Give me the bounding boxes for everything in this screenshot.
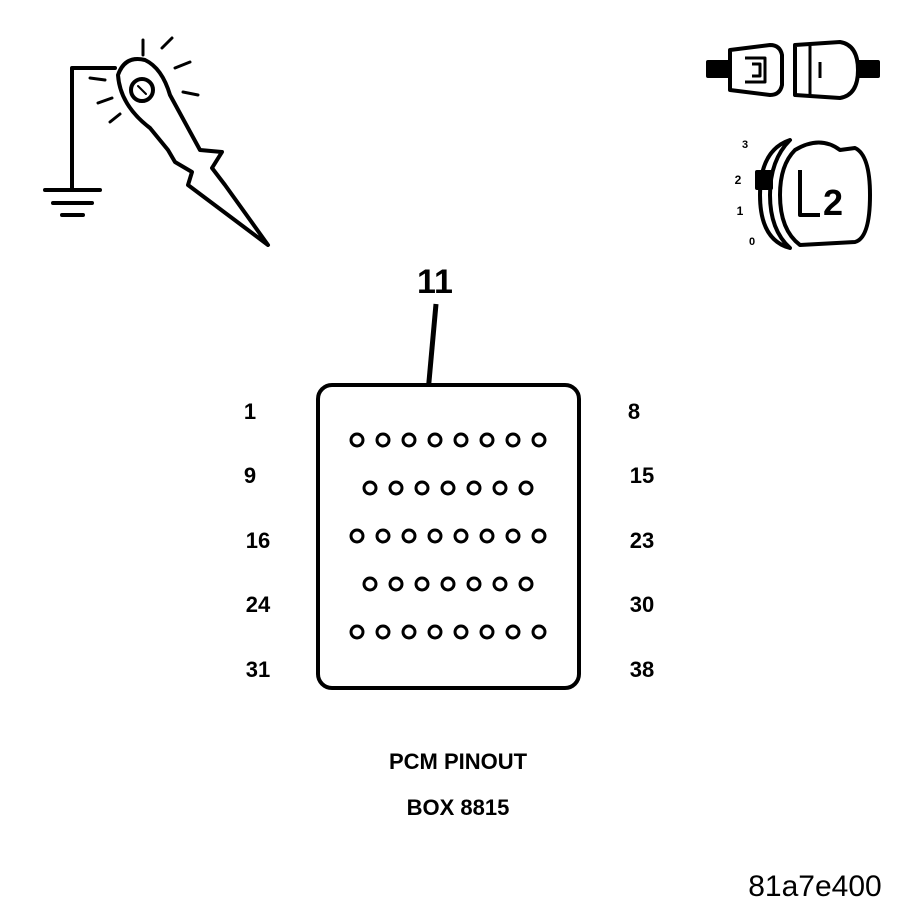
pin-hole (492, 576, 508, 592)
ignition-position-label: 3 (742, 139, 748, 151)
pin-hole (492, 480, 508, 496)
pin-hole (453, 432, 469, 448)
pin-hole (440, 480, 456, 496)
pin-hole (375, 624, 391, 640)
ignition-position-label: 2 (735, 173, 742, 187)
row-start-label: 9 (244, 463, 256, 488)
pin-hole (427, 624, 443, 640)
pin-hole (427, 432, 443, 448)
pin-hole (349, 432, 365, 448)
ground-symbol-icon (43, 188, 102, 217)
pin-hole (375, 432, 391, 448)
pin-hole (479, 528, 495, 544)
pin-hole (349, 624, 365, 640)
pin-hole (453, 624, 469, 640)
pin-hole (349, 528, 365, 544)
row-end-label: 30 (630, 592, 654, 617)
ignition-position-label: 0 (749, 236, 755, 248)
pin-hole (531, 624, 547, 640)
pcm-connector-body (316, 383, 581, 690)
row-end-label: 38 (630, 657, 654, 682)
caption-subtitle: BOX 8815 (407, 795, 510, 820)
pin-hole (531, 432, 547, 448)
pin-hole (401, 528, 417, 544)
row-start-label: 31 (246, 657, 270, 682)
pin-hole (505, 624, 521, 640)
pin-hole (466, 576, 482, 592)
pin-hole (362, 480, 378, 496)
pin-hole (505, 432, 521, 448)
row-start-label: 16 (246, 528, 270, 553)
pin-hole (440, 576, 456, 592)
caption-title: PCM PINOUT (389, 749, 528, 774)
pin-hole (518, 576, 534, 592)
row-end-label: 15 (630, 463, 654, 488)
pin-hole (414, 576, 430, 592)
pin-hole (375, 528, 391, 544)
row-end-label: 8 (628, 399, 640, 424)
row-start-label: 1 (244, 399, 256, 424)
pin-hole (505, 528, 521, 544)
figure-id: 81a7e400 (748, 870, 881, 903)
pin-hole (479, 432, 495, 448)
pin-hole (427, 528, 443, 544)
pin-hole (362, 576, 378, 592)
ignition-position-label: 1 (737, 204, 744, 218)
pin-hole (401, 432, 417, 448)
row-end-label: 23 (630, 528, 654, 553)
pin-hole (531, 528, 547, 544)
row-start-label: 24 (246, 592, 271, 617)
pin-callout-label: 11 (417, 263, 453, 301)
pin-hole (479, 624, 495, 640)
pin-hole (518, 480, 534, 496)
disconnected-connector-icon (706, 40, 880, 100)
pin-hole (401, 624, 417, 640)
pin-hole (453, 528, 469, 544)
pin-grid (349, 432, 547, 640)
ignition-switch-icon: 3 2 1 0 2 (735, 138, 872, 250)
test-light-probe-icon (43, 36, 270, 247)
pin-hole (388, 576, 404, 592)
pin-hole (414, 480, 430, 496)
ignition-key-number: 2 (823, 182, 843, 223)
pin-hole (388, 480, 404, 496)
pin-hole (466, 480, 482, 496)
